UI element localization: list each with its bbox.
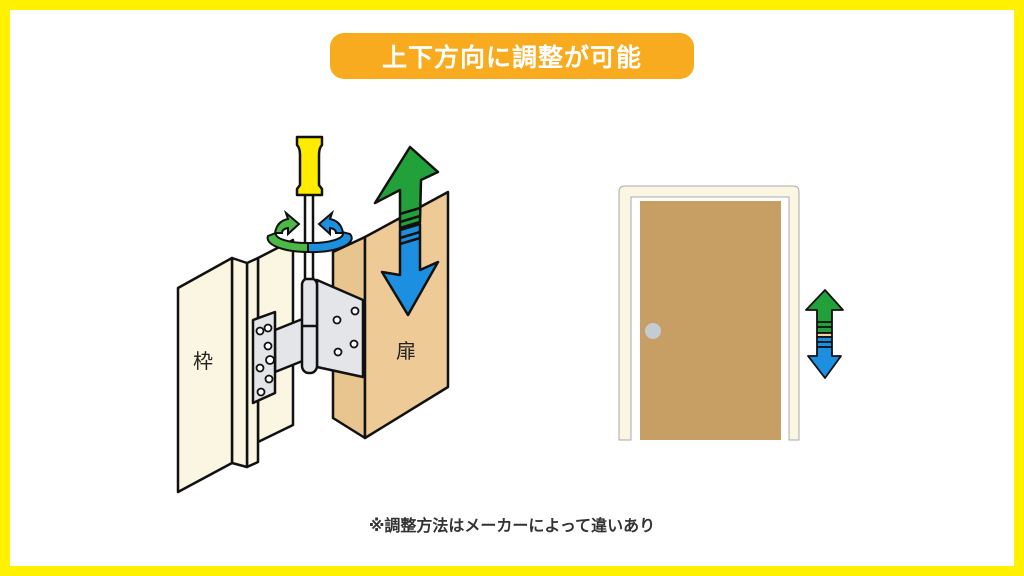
frame-label: 枠 [193, 349, 213, 373]
rotation-arrow-icon [266, 209, 353, 254]
door-illustration [618, 185, 844, 441]
footnote: ※調整方法はメーカーによって違いあり [368, 516, 656, 535]
door-label: 扉 [396, 339, 416, 363]
screwdriver-handle [295, 135, 324, 197]
screwdriver-shaft [303, 191, 315, 281]
up-down-arrow-icon [373, 145, 440, 317]
title-badge: 上下方向に調整が可能 [330, 33, 694, 79]
frame-strip-inner [230, 256, 249, 469]
door-knob [645, 323, 661, 339]
door-frame [618, 185, 800, 441]
small-up-down-arrow-icon [805, 289, 844, 379]
frame-front-panel [176, 256, 234, 494]
door-panel [640, 201, 781, 440]
